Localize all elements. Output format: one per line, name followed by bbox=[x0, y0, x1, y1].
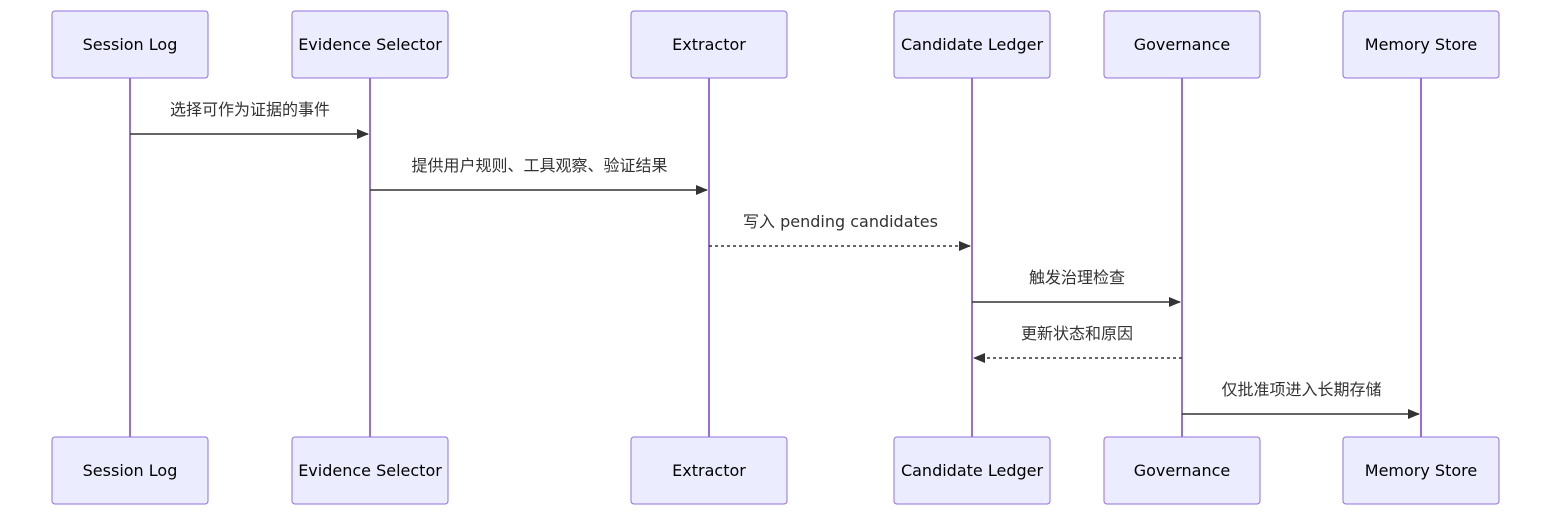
message-label: 触发治理检查 bbox=[1029, 268, 1125, 287]
message-5: 更新状态和原因 bbox=[973, 324, 1182, 363]
message-2: 提供用户规则、工具观察、验证结果 bbox=[370, 156, 708, 195]
lifelines bbox=[129, 78, 1422, 437]
actors-bottom: Session Log Evidence Selector Extractor Can… bbox=[51, 436, 1500, 505]
actor-label: Memory Store bbox=[1365, 35, 1477, 54]
actor-label: Memory Store bbox=[1365, 461, 1477, 480]
actor-box bbox=[630, 10, 788, 79]
message-6: 仅批准项进入长期存储 bbox=[1182, 380, 1420, 419]
actor-box bbox=[1342, 436, 1500, 505]
actor-evidence-selector-top: Evidence Selector bbox=[291, 10, 449, 79]
message-1: 选择可作为证据的事件 bbox=[130, 100, 369, 139]
actor-label: Candidate Ledger bbox=[901, 461, 1044, 480]
actor-evidence-selector-bottom: Evidence Selector bbox=[291, 436, 449, 505]
actors-top: Session Log Evidence Selector Extractor Can… bbox=[51, 10, 1500, 79]
actor-candidate-ledger-bottom: Candidate Ledger bbox=[893, 436, 1051, 505]
message-3: 写入 pending candidates bbox=[709, 212, 971, 251]
message-4: 触发治理检查 bbox=[972, 268, 1181, 307]
actor-box bbox=[291, 436, 449, 505]
actor-governance-top: Governance bbox=[1103, 10, 1261, 79]
actor-label: Governance bbox=[1134, 461, 1231, 480]
message-label: 提供用户规则、工具观察、验证结果 bbox=[411, 156, 667, 175]
actor-session-log-top: Session Log bbox=[51, 10, 209, 79]
actor-box bbox=[291, 10, 449, 79]
actor-label: Session Log bbox=[83, 461, 178, 480]
actor-label: Session Log bbox=[83, 35, 178, 54]
actor-box bbox=[51, 436, 209, 505]
actor-governance-bottom: Governance bbox=[1103, 436, 1261, 505]
actor-box bbox=[630, 436, 788, 505]
actor-box bbox=[893, 436, 1051, 505]
actor-label: Evidence Selector bbox=[298, 35, 442, 54]
actor-session-log-bottom: Session Log bbox=[51, 436, 209, 505]
actor-box bbox=[893, 10, 1051, 79]
actor-extractor-top: Extractor bbox=[630, 10, 788, 79]
actor-extractor-bottom: Extractor bbox=[630, 436, 788, 505]
actor-memory-store-bottom: Memory Store bbox=[1342, 436, 1500, 505]
message-label: 写入 pending candidates bbox=[743, 212, 938, 231]
actor-label: Governance bbox=[1134, 35, 1231, 54]
message-label: 仅批准项进入长期存储 bbox=[1221, 380, 1381, 399]
actor-label: Candidate Ledger bbox=[901, 35, 1044, 54]
actor-memory-store-top: Memory Store bbox=[1342, 10, 1500, 79]
actor-label: Evidence Selector bbox=[298, 461, 442, 480]
actor-box bbox=[1103, 10, 1261, 79]
actor-label: Extractor bbox=[672, 461, 746, 480]
actor-box bbox=[51, 10, 209, 79]
message-label: 更新状态和原因 bbox=[1021, 324, 1133, 343]
actor-box bbox=[1342, 10, 1500, 79]
actor-candidate-ledger-top: Candidate Ledger bbox=[893, 10, 1051, 79]
actor-label: Extractor bbox=[672, 35, 746, 54]
message-label: 选择可作为证据的事件 bbox=[170, 100, 330, 119]
actor-box bbox=[1103, 436, 1261, 505]
